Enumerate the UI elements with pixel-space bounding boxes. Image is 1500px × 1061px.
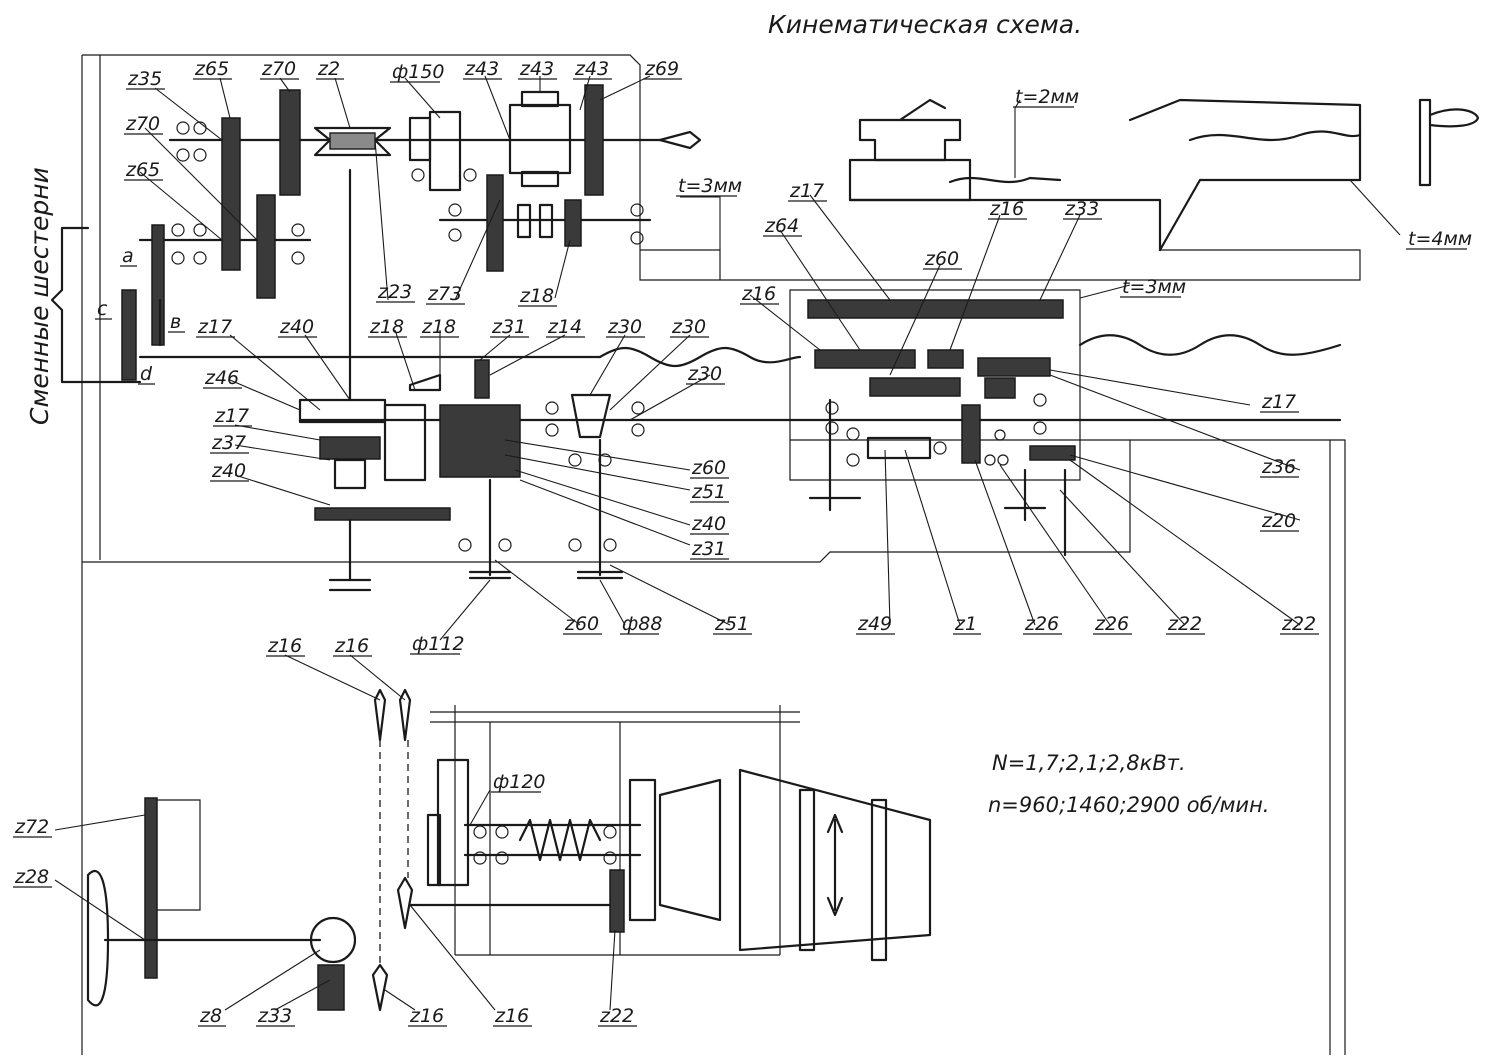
label-gear-b: в: [170, 311, 181, 333]
label-z40-c: z40: [691, 513, 726, 535]
label-z51-mid: z51: [691, 481, 726, 503]
label-z8: z8: [199, 1005, 222, 1027]
label-z26-b: z26: [1094, 613, 1129, 635]
label-z18-top: z18: [519, 285, 554, 307]
machine-frame: [81, 54, 1361, 1055]
change-gears-label: Сменные шестерни: [25, 167, 54, 425]
label-z18-mid: z18: [369, 316, 404, 338]
label-z43-a: z43: [464, 58, 499, 80]
label-phi88: ф88: [622, 613, 662, 635]
label-z16-ba: z16: [267, 635, 302, 657]
label-z14: z14: [547, 316, 582, 338]
label-z17-car: z17: [789, 180, 824, 202]
label-z30-c: z30: [687, 363, 722, 385]
label-t4: t=4мм: [1408, 228, 1472, 250]
label-z31-low: z31: [691, 538, 726, 560]
label-z60-car: z60: [924, 248, 959, 270]
label-z70-top: z70: [261, 58, 296, 80]
label-gear-d: d: [140, 363, 153, 385]
label-z69: z69: [644, 58, 679, 80]
label-z16-bd: z16: [494, 1005, 529, 1027]
label-z22-a: z22: [1167, 613, 1202, 635]
gear-c-icon: [121, 289, 137, 381]
label-z16-apron: z16: [741, 283, 776, 305]
diagram-title: Кинематическая схема.: [768, 10, 1082, 39]
label-z23: z23: [377, 281, 412, 303]
lead-screw: [138, 334, 1342, 422]
speed-spec: n=960;1460;2900 об/мин.: [988, 793, 1269, 817]
label-z17-right: z17: [1261, 391, 1296, 413]
label-z60-bot: z60: [564, 613, 599, 635]
label-z60-mid: z60: [691, 457, 726, 479]
label-z51-bot: z51: [714, 613, 749, 635]
label-z72: z72: [14, 816, 49, 838]
rack-icon: [807, 299, 1064, 319]
label-z36: z36: [1261, 456, 1296, 478]
feed-box: [298, 359, 645, 592]
label-z16-bc: z16: [409, 1005, 444, 1027]
label-z1: z1: [954, 613, 977, 635]
label-t3-left: t=3мм: [678, 175, 742, 197]
gear-z18-icon: [564, 199, 582, 247]
label-z31-mid: z31: [491, 316, 526, 338]
label-z17-left: z17: [197, 316, 232, 338]
label-t2: t=2мм: [1015, 86, 1079, 108]
label-z30-a: z30: [607, 316, 642, 338]
label-z20: z20: [1261, 510, 1296, 532]
label-z37: z37: [211, 432, 246, 454]
label-z33-car: z33: [1064, 198, 1099, 220]
label-z16-bb: z16: [334, 635, 369, 657]
label-z18-mid2: z18: [421, 316, 456, 338]
label-phi112: ф112: [412, 633, 465, 655]
label-z22-bot: z22: [599, 1005, 634, 1027]
label-z2: z2: [317, 58, 340, 80]
label-phi120: ф120: [493, 771, 546, 793]
label-phi150: ф150: [392, 61, 445, 83]
label-t3-right: t=3мм: [1122, 276, 1186, 298]
label-z49: z49: [857, 613, 892, 635]
gear-z70b-icon: [256, 194, 276, 299]
label-z40-b: z40: [211, 460, 246, 482]
label-z28: z28: [14, 866, 49, 888]
label-z43-c: z43: [574, 58, 609, 80]
label-z73: z73: [427, 283, 462, 305]
power-spec: N=1,7;2,1;2,8кВт.: [992, 751, 1186, 775]
bearing-icon: [171, 121, 644, 265]
change-gears-brace: [50, 226, 142, 384]
gear-z65-icon: [221, 117, 241, 271]
leader-lines: [54, 75, 1401, 1011]
label-z43-b: z43: [519, 58, 554, 80]
gear-z73-icon: [486, 174, 504, 272]
label-z65-top: z65: [194, 58, 229, 80]
motor-drive: [86, 688, 932, 1012]
headstock: [121, 84, 702, 402]
label-z26-a: z26: [1024, 613, 1059, 635]
label-z70-left: z70: [125, 113, 160, 135]
gear-z69-icon: [584, 84, 604, 196]
label-z30-b: z30: [671, 316, 706, 338]
label-z40-a: z40: [279, 316, 314, 338]
label-z46: z46: [204, 367, 239, 389]
label-z22-b: z22: [1281, 613, 1316, 635]
label-layer: z65 z70 z2 ф150 z43 z43 z43 z69 z35 z70 z65 a в c d t=3…: [13, 58, 1472, 1027]
label-z65-left: z65: [125, 159, 160, 181]
gear-a-icon: [151, 224, 165, 346]
label-z35: z35: [127, 68, 162, 90]
label-z17-mid: z17: [214, 405, 249, 427]
gear-z70-icon: [279, 89, 301, 196]
label-z33-bot: z33: [257, 1005, 292, 1027]
label-gear-a: a: [122, 245, 134, 267]
label-z16-car: z16: [989, 198, 1024, 220]
label-gear-c: c: [97, 298, 108, 320]
label-z64: z64: [764, 215, 799, 237]
carriage: [807, 98, 1480, 557]
